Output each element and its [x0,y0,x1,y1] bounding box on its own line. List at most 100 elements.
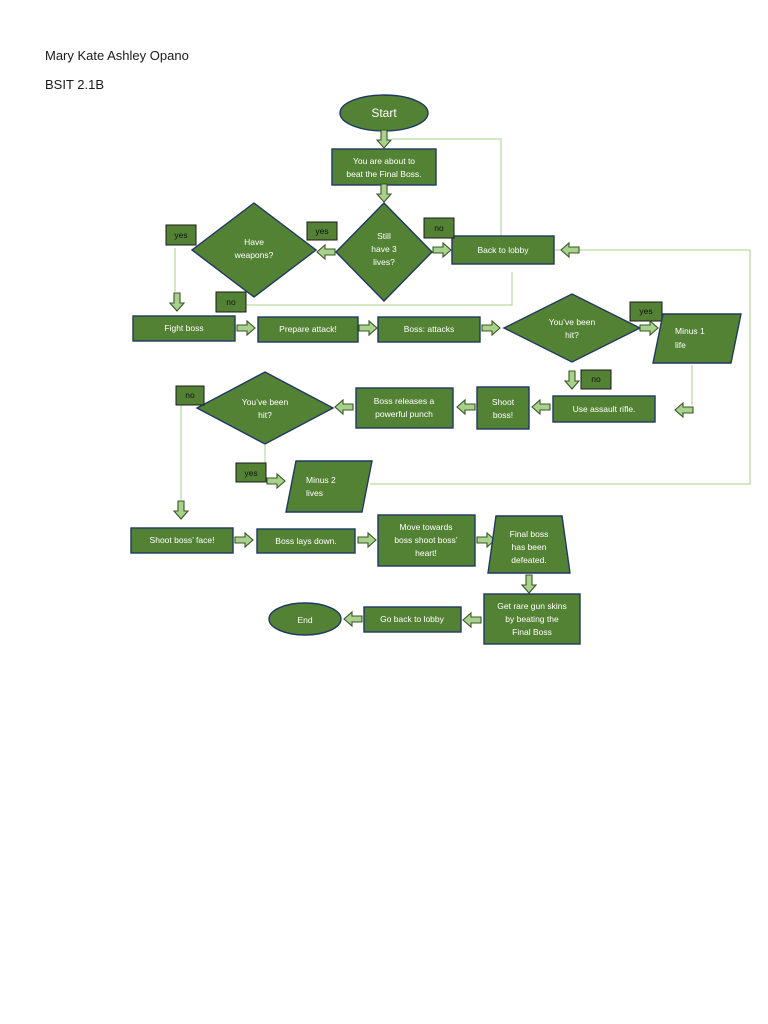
arrow-left-icon [560,242,580,258]
rare-skins-line-2: by beating the [505,614,559,624]
been-hit-2-line-1: You’ve been [242,397,289,407]
arrow-right-icon [639,320,659,336]
have-weapons-line-1: Have [244,237,264,247]
process-boss-attacks: Boss: attacks [377,316,481,343]
arrow-left-icon [674,402,694,418]
shoot-boss-line-1: Shoot [492,397,515,407]
back-to-lobby-label: Back to lobby [477,245,529,255]
process-move-towards: Move towards boss shoot boss’ heart! [377,514,476,567]
arrow-left-icon [462,612,482,628]
arrow-down-icon [376,183,392,203]
process-back-to-lobby: Back to lobby [451,235,555,265]
minus-1-line-1: Minus 1 [675,326,705,336]
arrow-right-icon [266,473,286,489]
have-weapons-line-2: weapons? [234,250,274,260]
process-fight-boss: Fight boss [132,315,236,342]
prepare-attack-label: Prepare attack! [279,324,337,334]
shoot-face-label: Shoot boss’ face! [150,535,215,545]
decision-still-3-lives: Still have 3 lives? [335,201,433,303]
boss-lays-label: Boss lays down. [275,536,336,546]
fight-boss-label: Fight boss [164,323,203,333]
rare-skins-line-1: Get rare gun skins [497,601,566,611]
process-about-to-beat: You are about to beat the Final Boss. [331,148,437,186]
svg-text:no: no [434,223,444,233]
decision-have-weapons: Have weapons? [190,202,318,298]
boss-defeated-line-1: Final boss [510,529,549,539]
shoot-boss-line-2: boss! [493,410,513,420]
arrow-left-icon [343,611,363,627]
move-towards-line-3: heart! [415,548,437,558]
svg-text:no: no [591,374,601,384]
process-prepare-attack: Prepare attack! [257,316,359,343]
svg-text:yes: yes [174,230,187,240]
process-go-back-lobby: Go back to lobby [363,606,462,633]
io-minus-2-lives: Minus 2 lives [285,460,373,513]
decision-been-hit-1: You’ve been hit? [502,293,642,363]
tag-no-hit-2: no [175,385,205,406]
arrow-right-icon [481,320,501,336]
decision-been-hit-2: You’ve been hit? [195,371,335,445]
end-terminal: End [268,602,342,636]
arrow-left-icon [531,399,551,415]
manual-boss-defeated: Final boss has been defeated. [487,515,571,574]
boss-punch-line-2: powerful punch [375,409,433,419]
been-hit-2-line-2: hit? [258,410,272,420]
process-rare-skins: Get rare gun skins by beating the Final … [483,593,581,645]
svg-text:no: no [185,390,195,400]
process-boss-lays: Boss lays down. [256,528,356,554]
svg-text:yes: yes [244,468,257,478]
still-lives-line-1: Still [377,231,391,241]
still-lives-line-3: lives? [373,257,395,267]
move-towards-line-1: Move towards [400,522,453,532]
minus-2-line-2: lives [306,488,323,498]
tag-yes-hit-1: yes [629,301,663,322]
go-back-lobby-label: Go back to lobby [380,614,445,624]
arrow-left-icon [334,399,354,415]
arrow-down-icon [521,574,537,594]
tag-yes-lives: yes [306,221,338,241]
svg-text:no: no [226,297,236,307]
about-to-beat-line-2: beat the Final Boss. [346,169,421,179]
process-shoot-boss: Shoot boss! [476,386,530,430]
start-label: Start [371,106,397,120]
tag-yes-hit-2: yes [235,462,267,483]
arrow-left-icon [316,244,336,260]
move-towards-line-2: boss shoot boss’ [394,535,457,545]
arrow-right-icon [357,532,377,548]
process-shoot-face: Shoot boss’ face! [130,527,234,554]
arrow-down-icon [169,292,185,312]
arrow-right-icon [236,320,256,336]
author-name: Mary Kate Ashley Opano [45,48,189,63]
been-hit-1-line-1: You’ve been [549,317,596,327]
process-boss-punch: Boss releases a powerful punch [355,387,454,429]
arrow-down-icon [376,129,392,149]
arrow-down-icon [564,370,580,390]
arrow-right-icon [358,320,378,336]
arrow-left-icon [456,399,476,415]
use-rifle-label: Use assault rifle. [573,404,636,414]
boss-attacks-label: Boss: attacks [404,324,455,334]
arrow-right-icon [432,242,452,258]
been-hit-1-line-2: hit? [565,330,579,340]
minus-1-line-2: life [675,340,686,350]
tag-no-weapons: no [215,291,247,313]
boss-defeated-line-3: defeated. [511,555,546,565]
tag-no-lives: no [423,217,455,239]
tag-yes-weapons: yes [165,224,197,246]
io-minus-1-life: Minus 1 life [652,313,742,364]
rare-skins-line-3: Final Boss [512,627,552,637]
start-terminal: Start [339,94,429,132]
boss-defeated-line-2: has been [512,542,547,552]
still-lives-line-2: have 3 [371,244,397,254]
tag-no-hit-1: no [580,369,612,390]
svg-text:yes: yes [639,306,652,316]
process-use-rifle: Use assault rifle. [552,395,656,423]
about-to-beat-line-1: You are about to [353,156,415,166]
svg-text:yes: yes [315,226,328,236]
arrow-down-icon [173,500,189,520]
end-label: End [297,615,312,625]
author-class: BSIT 2.1B [45,77,105,92]
minus-2-line-1: Minus 2 [306,475,336,485]
boss-punch-line-1: Boss releases a [374,396,435,406]
